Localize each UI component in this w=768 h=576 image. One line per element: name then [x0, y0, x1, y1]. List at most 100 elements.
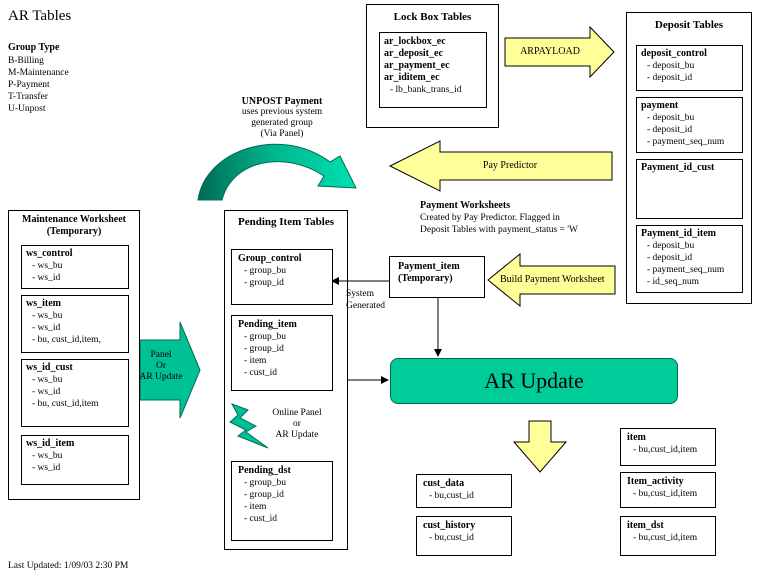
payment-worksheets-line: Created by Pay Predictor. Flagged in: [420, 213, 560, 223]
table-field: - group_bu: [244, 332, 286, 342]
ws-id-item-table: ws_id_item - ws_bu - ws_id: [21, 435, 129, 485]
maintenance-title: Maintenance Worksheet: [22, 214, 126, 225]
table-name: Group_control: [238, 253, 302, 264]
deposit-control-table: deposit_control - deposit_bu - deposit_i…: [636, 45, 743, 91]
cust-data-table: cust_data - bu,cust_id: [416, 474, 512, 508]
table-field: - bu, cust_id,item: [32, 399, 99, 409]
group-type-item: M-Maintenance: [8, 68, 69, 78]
lockbox-table-box: ar_lockbox_ec ar_deposit_ec ar_payment_e…: [379, 32, 487, 108]
panel-or-ar-update-label: Panel Or AR Update: [138, 350, 184, 383]
payment-worksheets-line: Deposit Tables with payment_status = 'W: [420, 225, 578, 235]
table-field: - group_id: [244, 344, 284, 354]
table-field: - deposit_bu: [647, 241, 695, 251]
table-field: - deposit_id: [647, 253, 693, 263]
lockbox-table-name: ar_iditem_ec: [384, 72, 440, 83]
table-name: Pending_dst: [238, 465, 291, 476]
system-generated-line: System: [346, 289, 374, 299]
unpost-curved-arrow: [197, 143, 357, 201]
payment-table: payment - deposit_bu - deposit_id - paym…: [636, 97, 743, 153]
pay-predictor-label: Pay Predictor: [482, 160, 538, 171]
lockbox-table-name: ar_payment_ec: [384, 60, 450, 71]
table-field: - deposit_id: [647, 125, 693, 135]
table-name: deposit_control: [641, 48, 707, 59]
online-panel-line: AR Update: [275, 430, 319, 440]
table-field: - bu,cust_id,item: [633, 533, 698, 543]
table-name: ws_id_cust: [26, 362, 73, 373]
lockbox-field: - lb_bank_trans_id: [390, 85, 462, 95]
build-payment-worksheet-label: Build Payment Worksheet: [500, 274, 605, 285]
table-field: - payment_seq_num: [647, 137, 725, 147]
table-field: - bu,cust_id: [429, 491, 474, 501]
pending-dst-table: Pending_dst - group_bu - group_id - item…: [231, 461, 333, 541]
group-type-list: B-Billing M-Maintenance P-Payment T-Tran…: [8, 55, 69, 115]
table-name: payment: [641, 100, 679, 111]
table-name: ws_control: [26, 248, 73, 259]
group-type-item: T-Transfer: [8, 92, 48, 102]
table-field: - item: [244, 502, 267, 512]
pay-predictor-arrow: [388, 140, 613, 192]
online-panel-line: Online Panel: [272, 408, 322, 418]
table-field: - item: [244, 356, 267, 366]
table-field: - bu,cust_id: [429, 533, 474, 543]
page-title: AR Tables: [8, 8, 72, 24]
table-field: - ws_id: [32, 323, 61, 333]
item-dst-table: item_dst - bu,cust_id,item: [620, 516, 716, 556]
pending-item-tables-group: Pending Item Tables Group_control - grou…: [224, 210, 348, 550]
table-field: - ws_bu: [32, 311, 63, 321]
lockbox-table-name: ar_deposit_ec: [384, 48, 443, 59]
ws-control-table: ws_control - ws_bu - ws_id: [21, 245, 129, 289]
item-activity-table: Item_activity - bu,cust_id,item: [620, 472, 716, 508]
table-field: - ws_bu: [32, 261, 63, 271]
table-field: - group_id: [244, 490, 284, 500]
table-field: - deposit_bu: [647, 61, 695, 71]
unpost-line: generated group: [251, 118, 313, 128]
ws-item-table: ws_item - ws_bu - ws_id - bu, cust_id,it…: [21, 295, 129, 353]
table-name: ws_item: [26, 298, 61, 309]
table-field: - ws_bu: [32, 451, 63, 461]
table-field: - payment_seq_num: [647, 265, 725, 275]
table-field: - bu, cust_id,item,: [32, 335, 101, 345]
table-field: - group_id: [244, 278, 284, 288]
table-name: Payment_id_cust: [641, 162, 715, 173]
unpost-line: (Via Panel): [260, 129, 304, 139]
table-field: - bu,cust_id,item: [633, 489, 698, 499]
lockbox-table-name: ar_lockbox_ec: [384, 36, 446, 47]
deposit-tables-group: Deposit Tables deposit_control - deposit…: [626, 12, 752, 304]
pending-title: Pending Item Tables: [238, 216, 334, 228]
table-field: - ws_id: [32, 273, 61, 283]
build-payment-worksheet-arrow: [487, 252, 616, 308]
table-field: - deposit_bu: [647, 113, 695, 123]
table-field: - group_bu: [244, 478, 286, 488]
payment-worksheets-title: Payment Worksheets: [420, 200, 511, 211]
deposit-tables-title: Deposit Tables: [654, 19, 724, 31]
group-type-item: B-Billing: [8, 56, 44, 66]
maintenance-subtitle: (Temporary): [46, 226, 102, 237]
payment-item-table: Payment_item (Temporary): [389, 256, 485, 298]
table-name: cust_data: [423, 478, 465, 489]
arrow-label-line: AR Update: [139, 372, 183, 382]
down-output-arrow: [512, 420, 568, 473]
online-panel-label: Online Panel or AR Update: [262, 408, 332, 441]
online-panel-line: or: [293, 419, 301, 429]
table-name: Payment_item: [398, 261, 460, 272]
table-name: Item_activity: [627, 476, 684, 487]
ws-id-cust-table: ws_id_cust - ws_bu - ws_id - bu, cust_id…: [21, 359, 129, 427]
lockbox-tables-title: Lock Box Tables: [393, 11, 472, 23]
system-generated-label: System Generated: [346, 288, 385, 312]
table-field: - id_seq_num: [647, 277, 699, 287]
table-subtitle: (Temporary): [398, 273, 453, 284]
arrow-label-line: Panel: [150, 350, 172, 360]
lightning-icon: [229, 403, 269, 449]
arpayload-arrow: [504, 25, 615, 79]
table-name: Pending_item: [238, 319, 297, 330]
table-field: - ws_id: [32, 463, 61, 473]
unpost-title: UNPOST Payment: [241, 96, 323, 107]
arpayload-label: ARPAYLOAD: [520, 46, 580, 57]
table-field: - ws_id: [32, 387, 61, 397]
system-generated-line: Generated: [346, 301, 386, 311]
arrow-label-line: Or: [155, 361, 167, 371]
table-name: ws_id_item: [26, 438, 75, 449]
cust-history-table: cust_history - bu,cust_id: [416, 516, 512, 556]
pending-item-table: Pending_item - group_bu - group_id - ite…: [231, 315, 333, 391]
